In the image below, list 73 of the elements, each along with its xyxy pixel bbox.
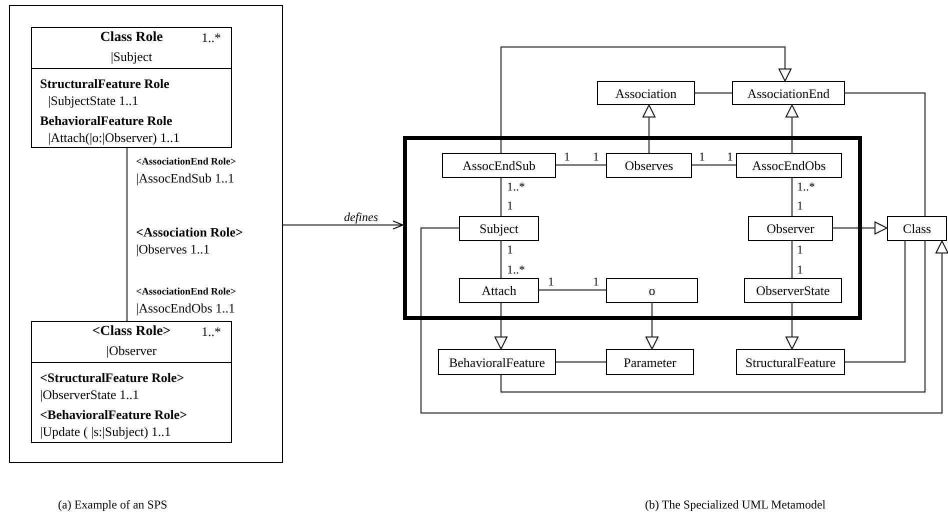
multiplicity-label: 1	[797, 242, 803, 258]
class-role-box	[31, 321, 232, 443]
class-box: Attach	[459, 278, 539, 303]
class-box: Association	[597, 81, 695, 105]
multiplicity-label: 1	[797, 198, 803, 214]
generalization-arrow	[420, 228, 948, 414]
generalization-arrow	[500, 46, 792, 154]
generalization-arrow	[786, 302, 798, 350]
feature-binding: |Attach(|o:|Observer) 1..1	[47, 129, 180, 146]
generalization-arrow	[646, 302, 658, 350]
feature-binding: |Update ( |s:|Subject) 1..1	[40, 423, 171, 440]
role-binding: |Observes 1..1	[136, 242, 210, 256]
figure-caption: (a) Example of an SPS	[58, 498, 168, 512]
figure-caption: (b) The Specialized UML Metamodel	[645, 498, 826, 512]
multiplicity-label: 1	[593, 274, 599, 290]
multiplicity-label: 1	[507, 198, 513, 214]
multiplicity-label: 1	[564, 150, 570, 164]
feature-binding: |ObserverState 1..1	[40, 386, 139, 403]
arrow	[282, 220, 404, 230]
feature-role: <BehavioralFeature Role>	[40, 406, 188, 423]
class-box: Class	[887, 216, 947, 241]
generalization-arrow	[786, 104, 798, 154]
class-box: AssocEndSub	[442, 153, 556, 178]
role-name: <Class Role>	[92, 323, 171, 341]
role-binding: |Observer	[106, 342, 157, 359]
association-line	[692, 164, 736, 166]
association-line	[844, 92, 926, 216]
class-role-box	[31, 27, 232, 148]
multiplicity-label: 1	[797, 262, 803, 278]
multiplicity-label: 1..*	[507, 262, 525, 278]
association-line	[126, 148, 128, 322]
class-box: StructuralFeature	[736, 349, 845, 375]
association-line	[500, 240, 502, 278]
multiplicity-label: 1	[727, 150, 733, 164]
role-binding: |AssocEndSub 1..1	[136, 170, 234, 186]
multiplicity-label: 1	[593, 150, 599, 164]
multiplicity-label: 1	[507, 242, 513, 258]
class-box: o	[606, 278, 698, 303]
generalization-arrow	[494, 302, 508, 350]
class-box: Subject	[459, 216, 539, 241]
role-binding: |Subject	[110, 48, 152, 65]
multiplicity-label: 1	[548, 274, 554, 290]
association-line	[844, 240, 906, 362]
multiplicity-label: 1..*	[797, 180, 815, 194]
association-line	[556, 164, 606, 166]
multiplicity-label: 1..*	[507, 180, 525, 194]
association-line	[500, 240, 926, 392]
role-label: <Association Role>	[136, 224, 243, 240]
multiplicity-label: 1..*	[202, 324, 221, 340]
class-box: Observes	[606, 153, 692, 178]
role-label: <AssociationEnd Role>	[136, 156, 236, 170]
class-box: ObserverState	[744, 278, 842, 303]
panel-frame	[9, 5, 283, 463]
generalization-arrow	[642, 104, 656, 154]
class-box: AssocEndObs	[736, 153, 842, 178]
feature-role: <StructuralFeature Role>	[40, 369, 184, 386]
generalization-arrow	[832, 222, 888, 234]
feature-binding: |SubjectState 1..1	[47, 92, 138, 109]
highlight-frame	[403, 136, 862, 320]
association-line	[500, 178, 502, 216]
class-box: Parameter	[606, 349, 694, 375]
class-box: AssociationEnd	[732, 81, 845, 105]
feature-role: StructuralFeature Role	[40, 75, 170, 92]
edge-label: defines	[343, 210, 379, 224]
role-binding: |AssocEndObs 1..1	[136, 300, 236, 316]
class-box: BehavioralFeature	[438, 349, 556, 375]
class-box: Observer	[748, 216, 833, 241]
role-label: <AssociationEnd Role>	[136, 286, 236, 300]
feature-role: BehavioralFeature Role	[40, 112, 172, 129]
role-name: Class Role	[100, 29, 163, 47]
multiplicity-label: 1..*	[202, 30, 221, 46]
association-line	[694, 92, 732, 94]
multiplicity-label: 1	[699, 150, 705, 164]
